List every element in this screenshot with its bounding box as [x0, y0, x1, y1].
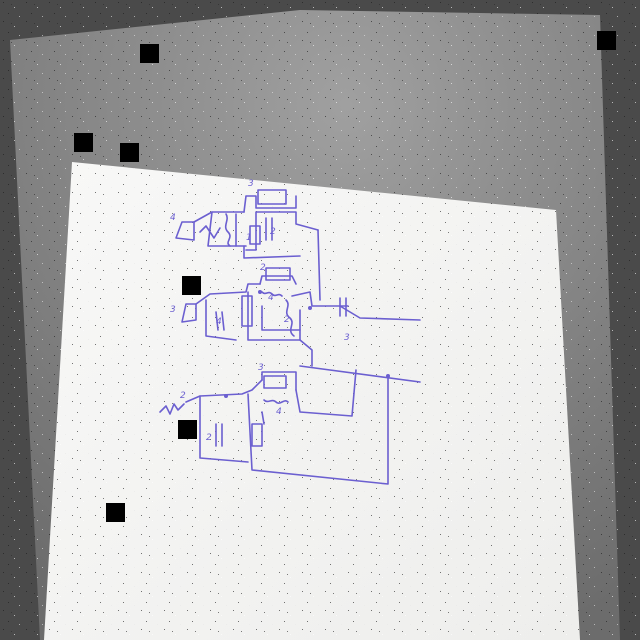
label-bot-3: 3 — [258, 363, 264, 373]
top-stage: 3 4 1 2 — [170, 179, 321, 301]
black-marker — [182, 276, 201, 295]
label-top-1: 1 — [246, 233, 252, 243]
label-bot-2: 2 — [206, 433, 212, 443]
black-marker — [140, 44, 159, 63]
black-marker — [106, 503, 125, 522]
circuit-drawing: 3 4 1 2 3 2 4 4 3 — [159, 179, 421, 485]
label-mid-3: 3 — [170, 305, 176, 315]
bottom-stage: 3 2 4 2 — [159, 363, 390, 485]
bus-line — [299, 365, 421, 383]
middle-stage: 3 2 4 4 3 2 — [170, 263, 421, 367]
label-mid-3b: 3 — [344, 333, 350, 343]
black-marker — [74, 133, 93, 152]
label-mid-2b: 2 — [284, 315, 290, 325]
black-marker — [178, 420, 197, 439]
occlusion-markers — [74, 31, 616, 522]
label-mid-4b: 4 — [268, 293, 274, 303]
black-marker — [120, 143, 139, 162]
label-top-3: 3 — [248, 179, 254, 189]
label-bot-2b: 2 — [180, 391, 186, 401]
black-marker — [597, 31, 616, 50]
label-bot-4: 4 — [276, 407, 282, 417]
label-mid-4: 4 — [216, 317, 222, 327]
label-top-2: 2 — [270, 227, 276, 237]
label-top-4: 4 — [170, 213, 176, 223]
label-mid-2: 2 — [260, 263, 266, 273]
